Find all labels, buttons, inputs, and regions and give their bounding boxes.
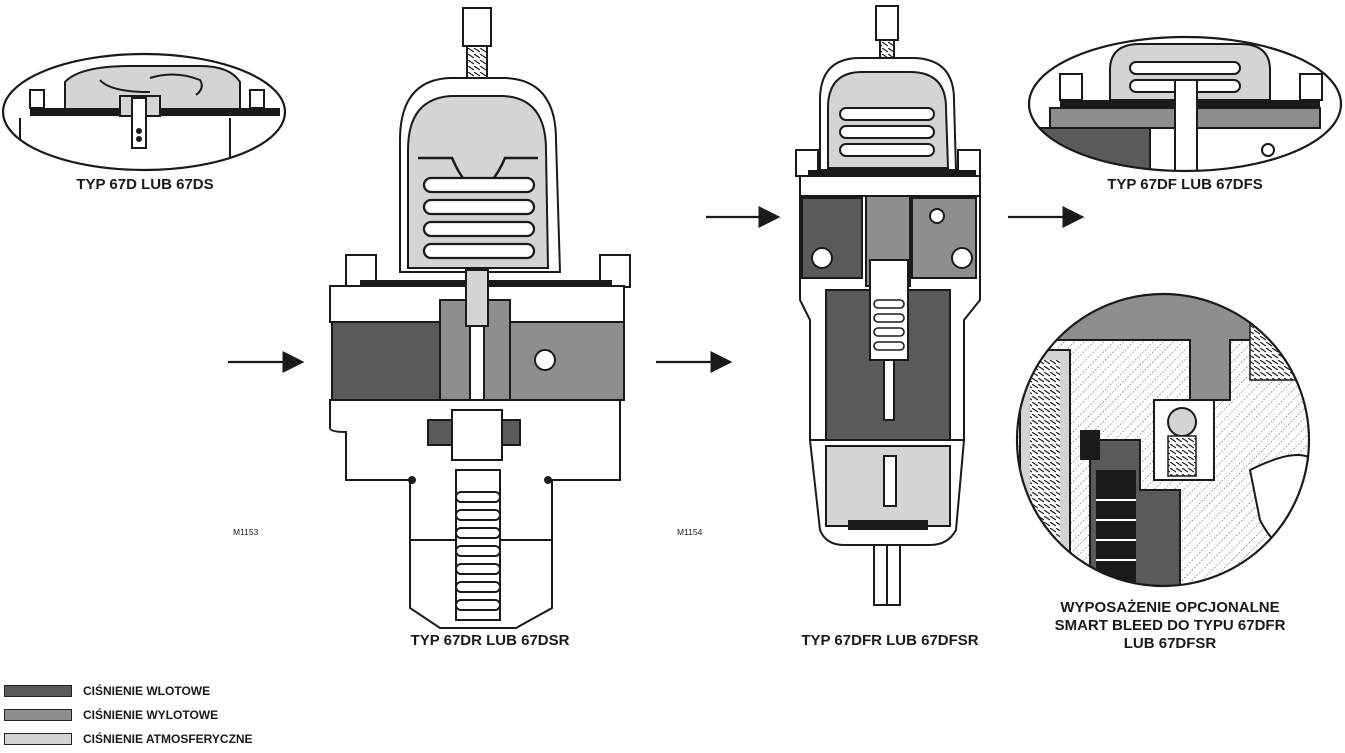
- regulator-67dr: [329, 7, 631, 629]
- detail-67d: [3, 54, 285, 170]
- label-typ-67df: TYP 67DF LUB 67DFS: [1107, 176, 1263, 193]
- drawing-code-m1153: M1153: [233, 527, 259, 537]
- label-smart-bleed-2: SMART BLEED DO TYPU 67DFR: [1054, 617, 1286, 634]
- legend-swatch-outlet: [4, 709, 72, 721]
- label-typ-67dfr: TYP 67DFR LUB 67DFSR: [801, 632, 979, 649]
- detail-smart-bleed: [1017, 294, 1309, 586]
- label-smart-bleed-1: WYPOSAŻENIE OPCJONALNE: [1060, 599, 1280, 616]
- legend-inlet: CIŚNIENIE WLOTOWE: [4, 683, 210, 699]
- legend-swatch-atmospheric: [4, 733, 72, 745]
- detail-67df: [1029, 37, 1341, 171]
- regulator-67dfr: [795, 5, 981, 606]
- flow-arrows: [228, 206, 1085, 373]
- drawing-code-m1154: M1154: [677, 527, 703, 537]
- label-smart-bleed-3: LUB 67DFSR: [1123, 635, 1217, 652]
- legend-label-outlet: CIŚNIENIE WYLOTOWE: [83, 708, 219, 722]
- label-typ-67d: TYP 67D LUB 67DS: [76, 176, 214, 193]
- label-typ-67dr: TYP 67DR LUB 67DSR: [410, 632, 570, 649]
- legend-atmospheric: CIŚNIENIE ATMOSFERYCZNE: [4, 731, 253, 747]
- legend-outlet: CIŚNIENIE WYLOTOWE: [4, 707, 218, 723]
- legend-swatch-inlet: [4, 685, 72, 697]
- legend-label-atmospheric: CIŚNIENIE ATMOSFERYCZNE: [83, 732, 253, 746]
- legend-label-inlet: CIŚNIENIE WLOTOWE: [83, 684, 211, 698]
